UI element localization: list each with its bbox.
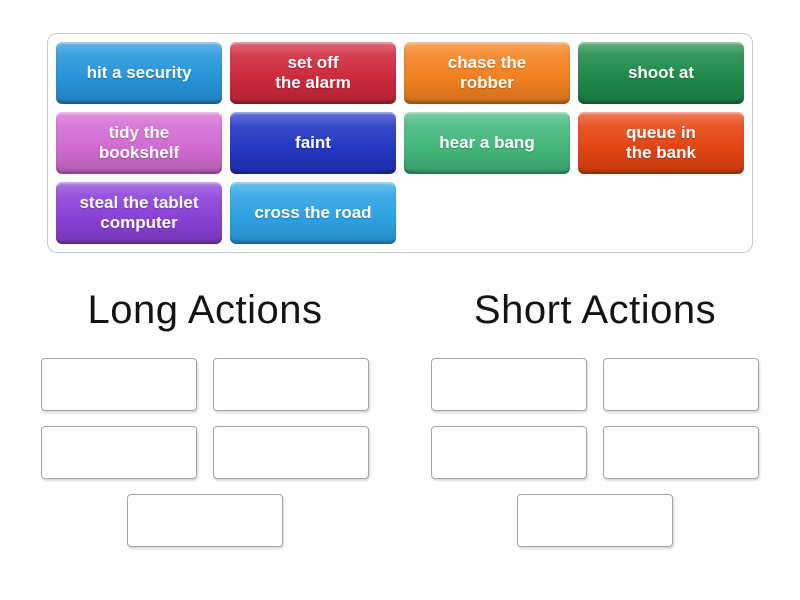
drop-slot-long-1[interactable]: [41, 358, 197, 411]
word-tile-shoot-at[interactable]: shoot at: [578, 42, 744, 104]
word-tile-label: shoot at: [627, 62, 695, 82]
word-tile-tidy-the-bookshelf[interactable]: tidy the bookshelf: [56, 112, 222, 174]
group-short-actions: Short Actions: [430, 283, 760, 547]
word-tile-label: queue in the bank: [626, 122, 696, 162]
word-tile-queue-in-the-bank[interactable]: queue in the bank: [578, 112, 744, 174]
word-tile-cross-the-road[interactable]: cross the road: [230, 182, 396, 244]
word-tile-faint[interactable]: faint: [230, 112, 396, 174]
group-title-short-actions: Short Actions: [473, 288, 717, 332]
group-title-long-actions: Long Actions: [87, 288, 323, 332]
word-tile-label: hit a security: [86, 62, 192, 82]
drop-slot-long-3[interactable]: [41, 426, 197, 479]
word-tile-set-off-the-alarm[interactable]: set off the alarm: [230, 42, 396, 104]
word-tile-label: set off the alarm: [275, 52, 351, 92]
word-tile-label: hear a bang: [439, 132, 535, 152]
drop-slot-short-3[interactable]: [431, 426, 587, 479]
word-tile-label: faint: [295, 132, 331, 152]
word-tile-steal-the-tablet-computer[interactable]: steal the tablet computer: [56, 182, 222, 244]
drop-slot-short-4[interactable]: [603, 426, 759, 479]
word-tile-label: cross the road: [254, 202, 372, 222]
word-tile-hear-a-bang[interactable]: hear a bang: [404, 112, 570, 174]
drop-slot-short-2[interactable]: [603, 358, 759, 411]
tile-tray: hit a security set off the alarm chase t…: [47, 33, 753, 253]
drop-slot-long-2[interactable]: [213, 358, 369, 411]
drop-slot-long-4[interactable]: [213, 426, 369, 479]
group-long-actions: Long Actions: [40, 283, 370, 547]
drop-slot-short-5[interactable]: [517, 494, 673, 547]
word-tile-label: tidy the bookshelf: [98, 122, 180, 162]
slots-long-actions: [40, 358, 370, 547]
word-tile-label: chase the robber: [447, 52, 527, 92]
category-groups: Long Actions Short Actions: [0, 283, 800, 547]
word-tile-label: steal the tablet computer: [79, 192, 199, 232]
word-tile-hit-a-security[interactable]: hit a security: [56, 42, 222, 104]
drop-slot-long-5[interactable]: [127, 494, 283, 547]
slots-short-actions: [430, 358, 760, 547]
drop-slot-short-1[interactable]: [431, 358, 587, 411]
word-tile-chase-the-robber[interactable]: chase the robber: [404, 42, 570, 104]
